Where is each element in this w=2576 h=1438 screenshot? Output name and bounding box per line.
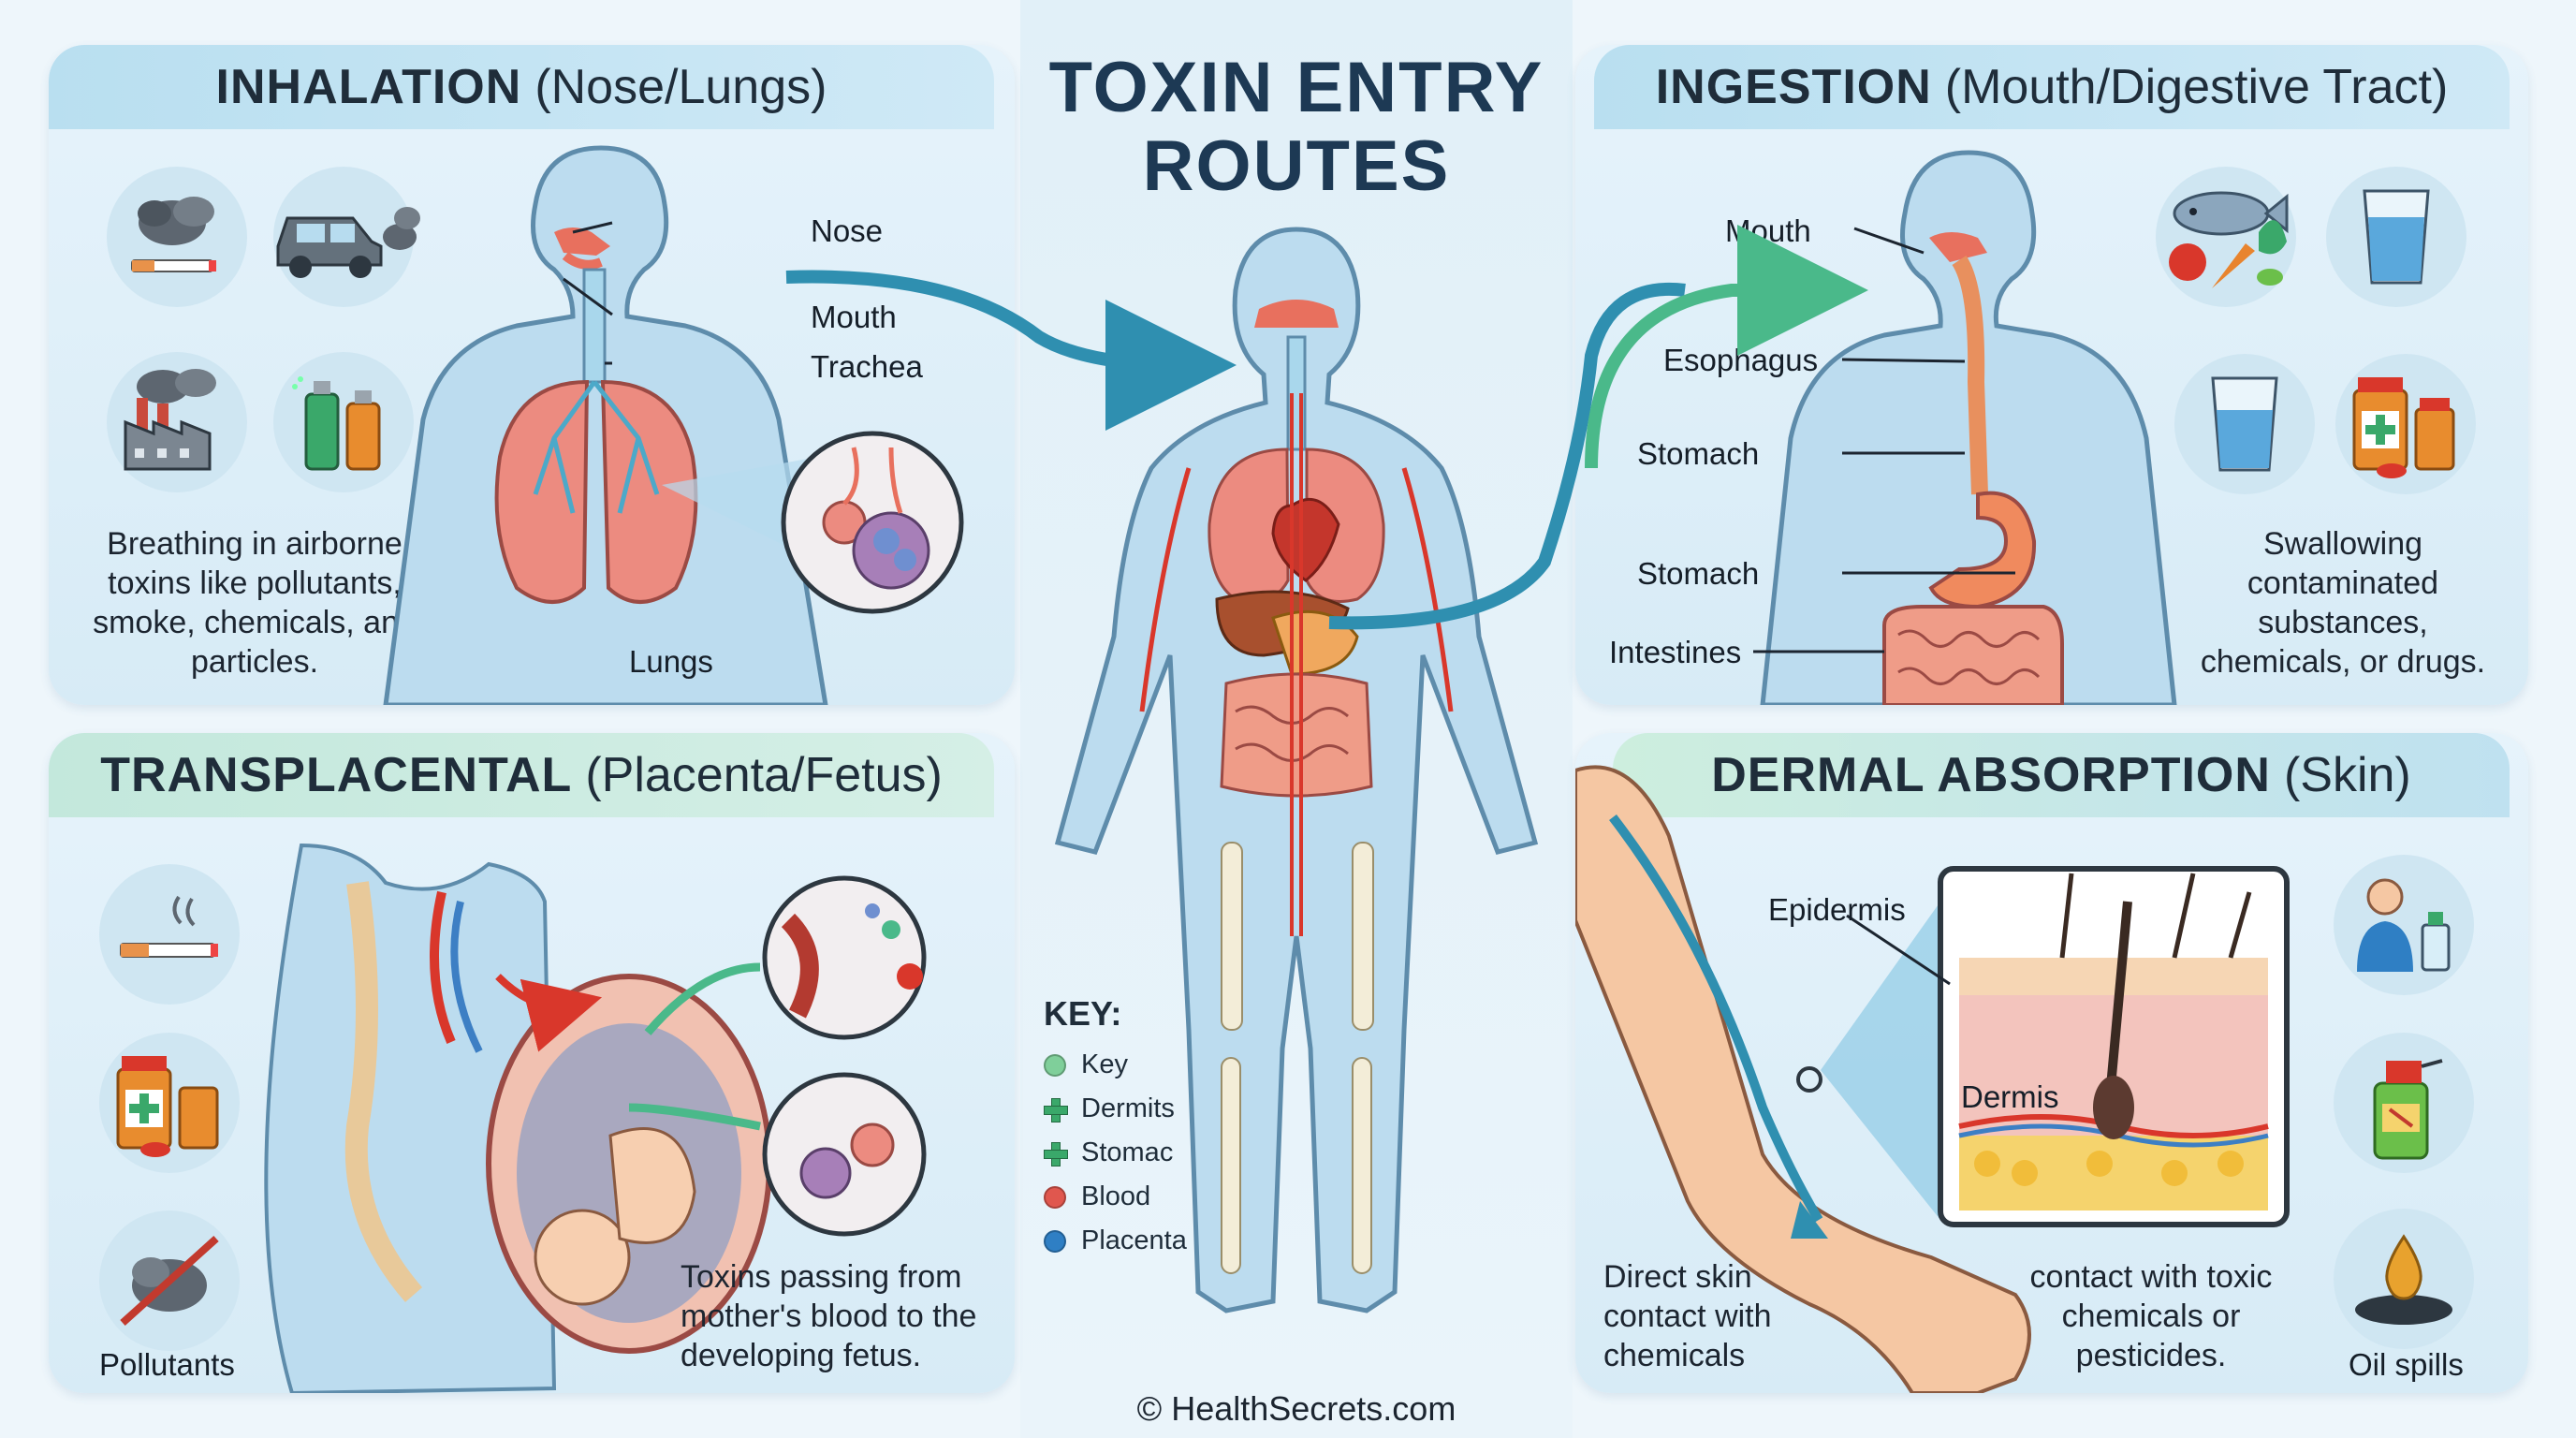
dermal-heading-rest: (Skin) [2283, 748, 2411, 802]
ingestion-heading: INGESTION (Mouth/Digestive Tract) [1594, 45, 2510, 129]
dermal-description-left: Direct skin contact with chemicals [1603, 1259, 1772, 1373]
label-lungs: Lungs [629, 644, 713, 679]
cigarette-smoke-icon [107, 167, 247, 307]
inhalation-heading: INHALATION (Nose/Lungs) [49, 45, 994, 129]
legend-label: Stomac [1081, 1137, 1174, 1167]
label-esophagus: Esophagus [1663, 343, 1819, 377]
water-glass-icon [2174, 354, 2315, 494]
legend-swatch [1044, 1053, 1066, 1077]
transplacental-description: Toxins passing from mother's blood to th… [681, 1259, 977, 1373]
legend-plus-icon [1044, 1097, 1068, 1123]
pregnancy-illustration [264, 843, 927, 1393]
pollutants-label: Pollutants [99, 1347, 235, 1382]
legend-item: Placenta [1044, 1219, 1187, 1263]
ingestion-panel: INGESTION (Mouth/Digestive Tract) Mouth … [1575, 45, 2528, 705]
dermal-heading-bold: DERMAL ABSORPTION [1711, 748, 2271, 802]
spray-can-icon [273, 352, 414, 492]
legend-item: Dermits [1044, 1087, 1187, 1131]
food-icon [2156, 167, 2296, 307]
label-ing-mouth: Mouth [1725, 213, 1811, 248]
copyright: © HealthSecrets.com [1136, 1389, 1456, 1428]
cigarette-icon [99, 864, 240, 1005]
transplacental-panel: TRANSPLACENTAL (Placenta/Fetus) Pollutan… [49, 733, 1015, 1393]
dermal-arm-illustration [1575, 765, 2290, 1393]
oil-drop-icon [2334, 1209, 2474, 1349]
legend-label: Key [1081, 1049, 1128, 1079]
ingestion-heading-bold: INGESTION [1655, 60, 1932, 114]
label-trachea: Trachea [811, 349, 923, 384]
person-spray-icon [2334, 855, 2474, 995]
legend-title: KEY: [1044, 994, 1122, 1033]
inhalation-body-illustration [383, 145, 964, 705]
dermal-description-right: contact with toxic chemicals or pesticid… [2029, 1259, 2273, 1373]
dermal-heading: DERMAL ABSORPTION (Skin) [1613, 733, 2510, 817]
transplacental-heading-bold: TRANSPLACENTAL [100, 748, 573, 802]
dermal-panel: DERMAL ABSORPTION (Skin) Epidermis Dermi… [1575, 733, 2528, 1393]
legend-item: Blood [1044, 1175, 1187, 1219]
inhalation-heading-bold: INHALATION [215, 60, 522, 114]
label-mouth: Mouth [811, 300, 897, 334]
inhalation-description: Breathing in airborne toxins like pollut… [93, 526, 417, 680]
legend-swatch [1044, 1229, 1066, 1253]
transplacental-heading-rest: (Placenta/Fetus) [585, 748, 943, 802]
no-pollution-icon [99, 1211, 240, 1351]
label-dermis: Dermis [1961, 1079, 2059, 1114]
factory-icon [107, 352, 247, 492]
legend-plus-icon [1044, 1141, 1068, 1167]
pesticide-spray-icon [2334, 1033, 2474, 1173]
inhalation-heading-rest: (Nose/Lungs) [534, 60, 827, 114]
medicine-icon [99, 1033, 240, 1173]
ingestion-description: Swallowing contaminated substances, chem… [2200, 526, 2486, 680]
label-intestines: Intestines [1609, 635, 1742, 669]
label-stomach-2: Stomach [1637, 556, 1760, 591]
inhalation-panel: INHALATION (Nose/Lungs) [49, 45, 1015, 705]
ingestion-body-illustration [1753, 150, 2177, 705]
legend-label: Dermits [1081, 1093, 1175, 1123]
transplacental-heading: TRANSPLACENTAL (Placenta/Fetus) [49, 733, 994, 817]
ingestion-heading-rest: (Mouth/Digestive Tract) [1944, 60, 2449, 114]
medicine-icon [2335, 354, 2476, 494]
legend-item: Key [1044, 1043, 1187, 1087]
water-glass-icon [2326, 167, 2466, 307]
label-epidermis: Epidermis [1768, 892, 1906, 927]
car-exhaust-icon [273, 167, 420, 307]
label-stomach-1: Stomach [1637, 436, 1760, 471]
legend-label: Blood [1081, 1181, 1151, 1211]
legend-label: Placenta [1081, 1225, 1187, 1255]
legend: KEY: Key Dermits Stomac Blood Placenta [1044, 994, 1187, 1263]
label-nose: Nose [811, 213, 884, 248]
oil-spills-label: Oil spills [2349, 1347, 2464, 1382]
legend-item: Stomac [1044, 1131, 1187, 1175]
page-title: TOXIN ENTRY ROUTES [1048, 48, 1544, 206]
legend-swatch [1044, 1185, 1066, 1209]
